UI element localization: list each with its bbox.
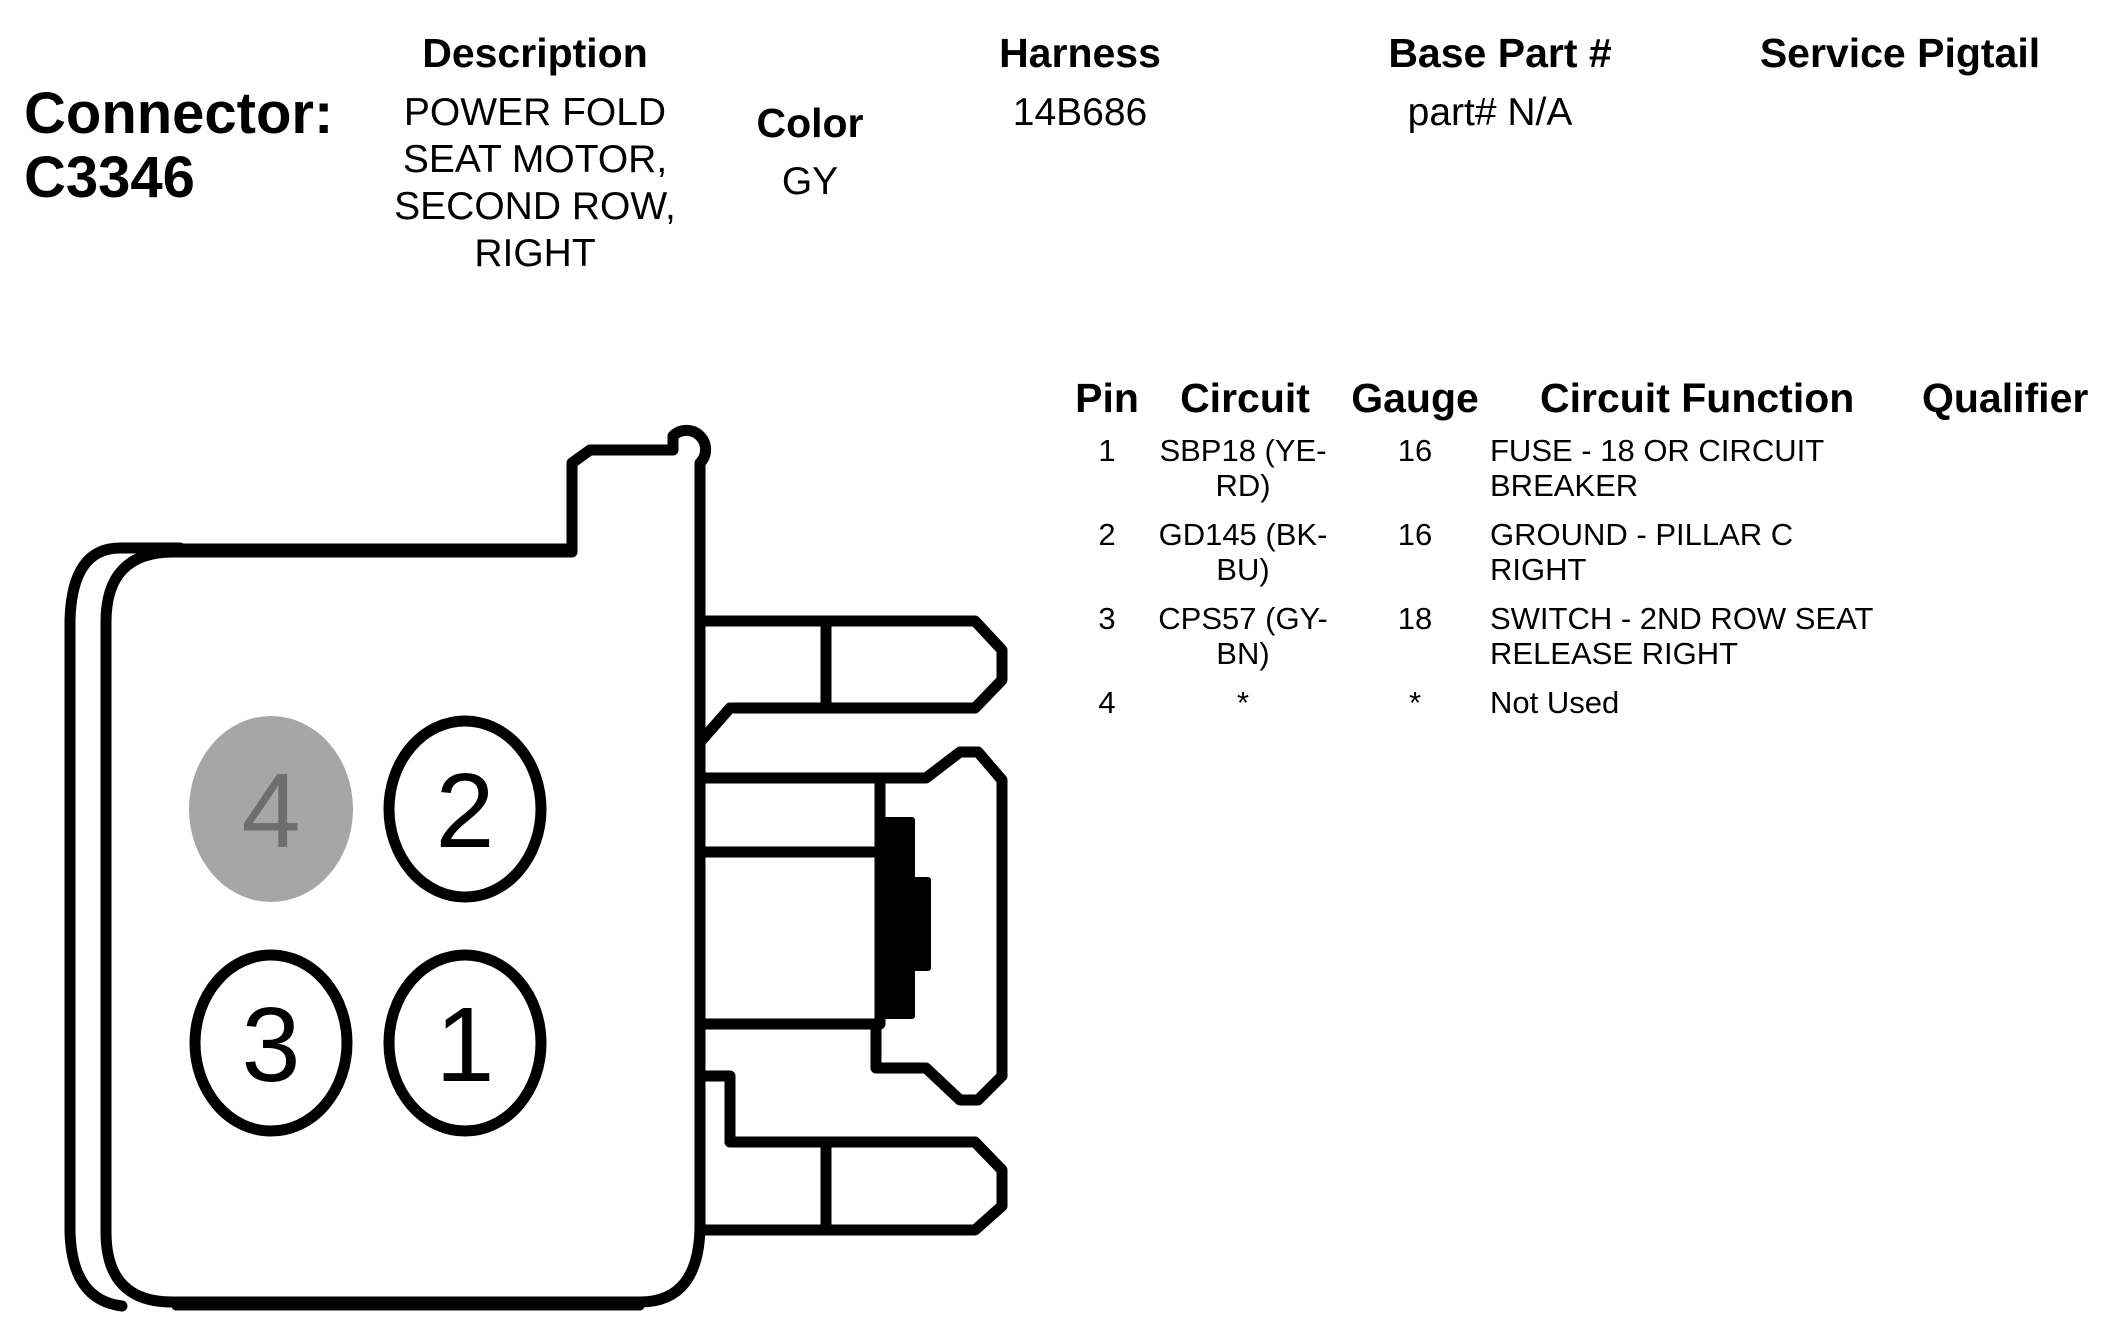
- pin-cavity-4-circle: [189, 716, 353, 902]
- lock-tab: [877, 817, 931, 1019]
- gauge-cell: 18: [1397, 601, 1433, 636]
- pin-cavity-1-circle: [383, 949, 547, 1137]
- circuit-function-cell: FUSE - 18 OR CIRCUIT BREAKER: [1490, 433, 1824, 503]
- column-header-circuit: Circuit: [1180, 375, 1310, 421]
- column-header-gauge: Gauge: [1351, 375, 1479, 421]
- gauge-cell: *: [1408, 685, 1422, 720]
- middle-latch-inner: [696, 774, 886, 1030]
- pin-cavity-2-circle: [383, 715, 547, 903]
- pin-2-label: 2: [436, 752, 495, 870]
- base-part-value: part# N/A: [1407, 91, 1573, 134]
- circuit-function-cell: SWITCH - 2ND ROW SEAT RELEASE RIGHT: [1490, 601, 1873, 671]
- connector-id: C3346: [24, 145, 195, 210]
- connector-body-outline: [100, 424, 712, 1308]
- pin-cell: 1: [1098, 433, 1116, 468]
- connector-label: Connector:: [24, 81, 334, 146]
- connector-title: Connector: C3346: [24, 82, 333, 210]
- pin-cell: 2: [1098, 517, 1116, 552]
- column-header-circuit-function: Circuit Function: [1540, 375, 1855, 421]
- circuit-cell: GD145 (BK-BU): [1158, 517, 1328, 587]
- connector-shell-left: [64, 542, 186, 1312]
- base-part-header: Base Part #: [1388, 30, 1612, 76]
- pin-1-label: 1: [436, 986, 495, 1104]
- harness-header: Harness: [999, 30, 1161, 76]
- pin-cavity-3: 3: [189, 949, 353, 1137]
- pin-cavity-3-circle: [189, 949, 353, 1137]
- pin-cell: 4: [1098, 685, 1116, 720]
- description-header: Description: [422, 30, 648, 76]
- pin-3-label: 3: [242, 986, 301, 1104]
- pin-4-label: 4: [242, 752, 301, 870]
- gauge-cell: 16: [1397, 517, 1433, 552]
- circuit-cell: *: [1236, 685, 1250, 720]
- column-header-qualifier: Qualifier: [1922, 375, 2089, 421]
- middle-latch: [696, 746, 1008, 1106]
- lower-latch-arm: [696, 1070, 1008, 1236]
- circuit-function-cell: Not Used: [1490, 685, 1620, 720]
- gauge-cell: 16: [1397, 433, 1433, 468]
- description-value: POWER FOLD SEAT MOTOR, SECOND ROW, RIGHT: [394, 91, 676, 275]
- pin-cell: 3: [1098, 601, 1116, 636]
- color-header: Color: [756, 100, 864, 146]
- pin-cavity-1: 1: [383, 949, 547, 1137]
- column-header-pin: Pin: [1075, 375, 1139, 421]
- circuit-cell: SBP18 (YE-RD): [1159, 433, 1327, 503]
- pin-cavity-4: 4: [189, 716, 353, 902]
- service-pigtail-header: Service Pigtail: [1759, 30, 2041, 76]
- circuit-function-cell: GROUND - PILLAR C RIGHT: [1490, 517, 1794, 587]
- color-value: GY: [781, 160, 839, 203]
- pin-cavity-2: 2: [383, 715, 547, 903]
- harness-value: 14B686: [1012, 91, 1148, 134]
- upper-latch-arm: [696, 615, 1008, 746]
- circuit-cell: CPS57 (GY-BN): [1158, 601, 1328, 671]
